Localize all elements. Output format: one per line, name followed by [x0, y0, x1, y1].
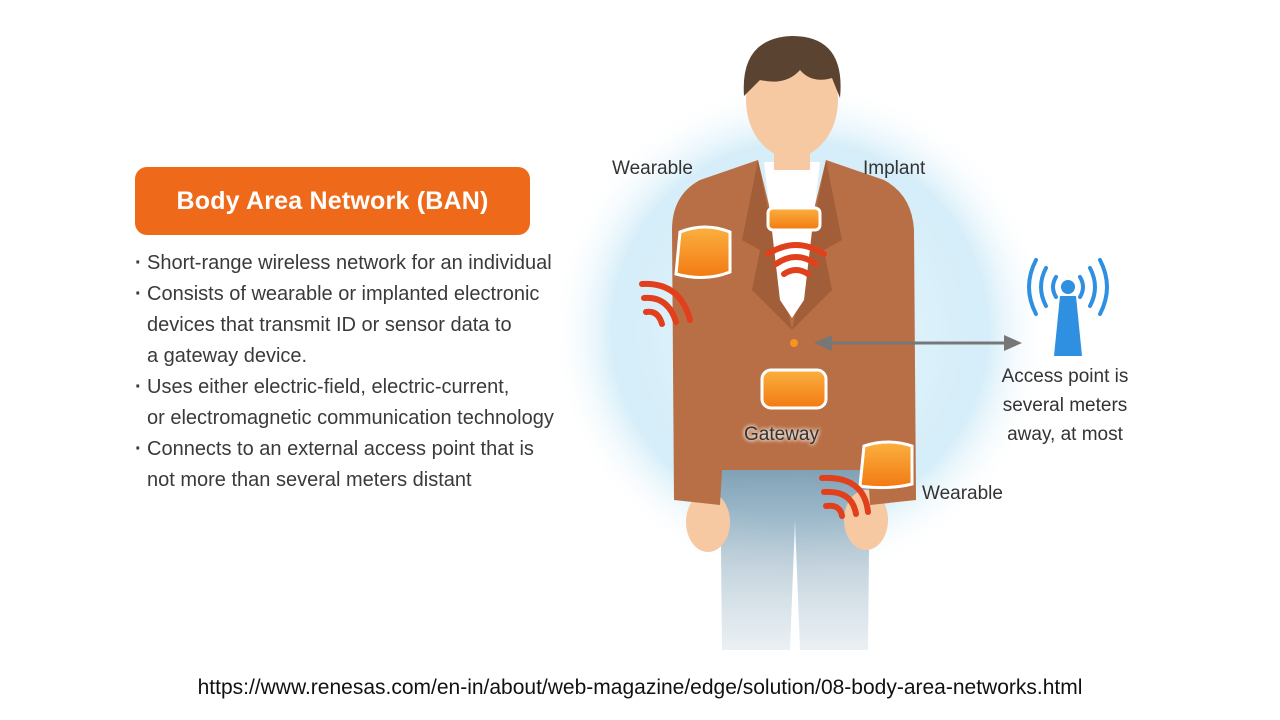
access-point-antenna-icon — [1027, 258, 1109, 356]
ban-illustration — [560, 36, 1109, 650]
distance-arrow — [814, 335, 1022, 351]
wearable-wrist-device — [858, 440, 914, 490]
wrist-signal-icon — [819, 474, 871, 519]
access-point-label: Access point is several meters away, at … — [1001, 366, 1129, 445]
jacket — [672, 160, 916, 505]
bullet-item: Consists of wearable or implanted electr… — [135, 279, 615, 372]
hair — [743, 36, 841, 98]
implant-device — [766, 206, 822, 232]
bullet-item: Uses either electric-field, electric-cur… — [135, 372, 615, 434]
bullet-item: Short-range wireless network for an indi… — [135, 248, 615, 279]
title-banner: Body Area Network (BAN) — [135, 167, 530, 235]
bullet-list: Short-range wireless network for an indi… — [135, 248, 615, 496]
wearable-label-bottom: Wearable — [922, 483, 1003, 504]
gateway-device — [760, 368, 828, 410]
jeans — [720, 445, 870, 650]
gateway-label: Gateway — [744, 424, 819, 445]
shirt — [764, 162, 820, 318]
source-url: https://www.renesas.com/en-in/about/web-… — [197, 676, 1083, 699]
jacket-button — [790, 339, 798, 347]
title-text: Body Area Network (BAN) — [176, 186, 489, 215]
wearable-arm-device — [674, 225, 732, 279]
bullet-item: Connects to an external access point tha… — [135, 434, 615, 496]
left-hand — [686, 492, 730, 552]
implant-label: Implant — [863, 158, 926, 179]
implant-signal-icon — [765, 242, 827, 277]
arm-signal-icon — [639, 280, 693, 327]
wearable-label-top: Wearable — [612, 158, 693, 179]
